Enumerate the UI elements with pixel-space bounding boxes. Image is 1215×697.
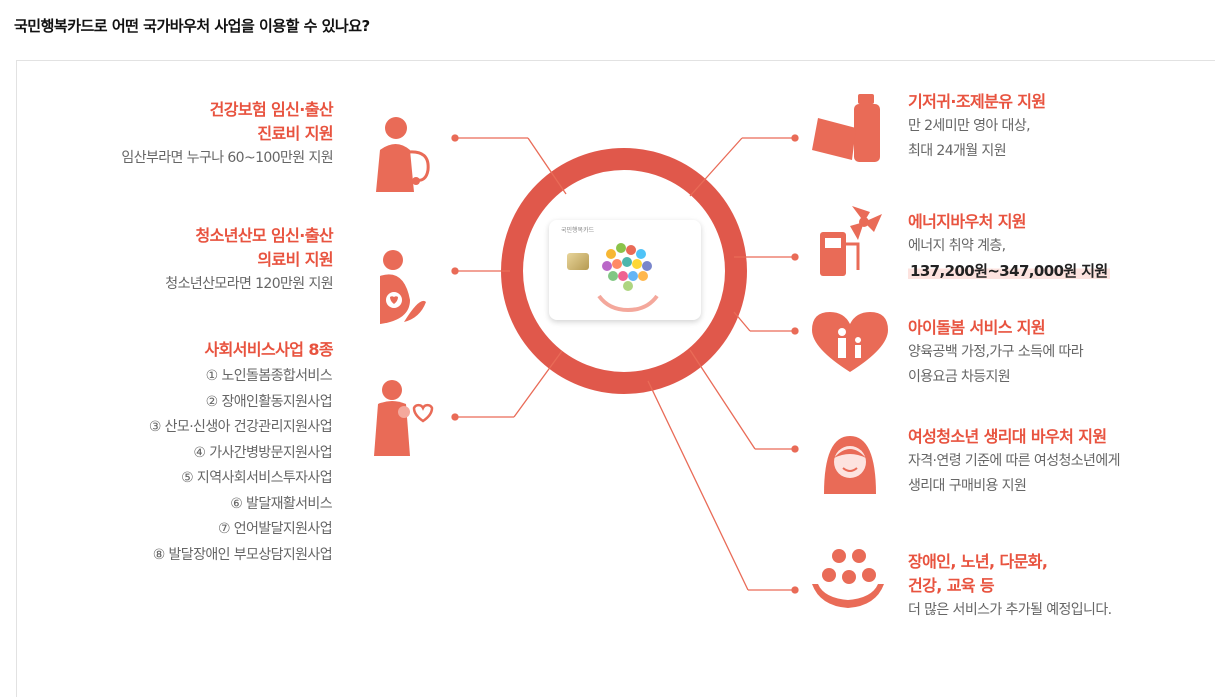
item-title: 진료비 지원	[257, 124, 333, 143]
connector-left-1b	[527, 137, 567, 195]
item-desc: 이용요금 차등지원	[908, 369, 1011, 385]
center-ring	[501, 148, 747, 394]
item-sanitary-voucher: 여성청소년 생리대 바우처 지원 자격·연령 기준에 따른 여성청소년에게 생리…	[908, 425, 1120, 499]
pregnant-doctor-icon	[376, 117, 430, 192]
item-desc: 최대 24개월 지원	[908, 143, 1007, 159]
item-diaper-formula: 기저귀·조제분유 지원 만 2세미만 영아 대상, 최대 24개월 지원	[908, 90, 1046, 164]
pregnant-woman-heart-icon	[380, 250, 426, 324]
item-pregnancy-medical: 건강보험 임신·출산 진료비 지원 임산부라면 누구나 60~100만원 지원	[121, 98, 333, 171]
list-item: ⑧ 발달장애인 부모상담지원사업	[152, 546, 333, 563]
list-item: ① 노인돌봄종합서비스	[205, 368, 333, 384]
connector-dot-right-3	[791, 327, 799, 335]
item-desc: 양육공백 가정,가구 소득에 따라	[908, 344, 1084, 360]
item-title: 사회서비스사업 8종	[204, 340, 334, 359]
item-desc: 청소년산모라면 120만원 지원	[165, 276, 333, 292]
item-title: 여성청소년 생리대 바우처 지원	[908, 427, 1107, 446]
item-title: 기저귀·조제분유 지원	[908, 92, 1046, 111]
card-chip	[567, 253, 589, 270]
item-social-services: 사회서비스사업 8종	[204, 338, 334, 362]
item-title: 청소년산모 임신·출산	[195, 226, 333, 245]
energy-pump-icon	[820, 206, 882, 276]
item-title: 의료비 지원	[257, 250, 333, 269]
connector-right-3	[733, 311, 751, 332]
connector-dot-right-1	[791, 134, 799, 142]
diaper-bottle-icon	[812, 94, 880, 162]
page-title: 국민행복카드로 어떤 국가바우처 사업을 이용할 수 있나요?	[14, 17, 370, 35]
list-item: ⑦ 언어발달지원사업	[217, 521, 333, 537]
infographic-panel	[16, 60, 1215, 697]
item-childcare-service: 아이돌봄 서비스 지원 양육공백 가정,가구 소득에 따라 이용요금 차등지원	[908, 316, 1084, 390]
card-brand-text: 국민행복카드	[561, 227, 595, 234]
energy-amount-highlight: 137,200원~347,000원 지원	[908, 262, 1110, 280]
social-services-list: ① 노인돌봄종합서비스 ② 장애인활동지원사업 ③ 산모·신생아 건강관리지원사…	[148, 364, 333, 568]
item-desc: 에너지 취약 계층,	[908, 238, 1006, 254]
item-title: 장애인, 노년, 다문화,	[908, 552, 1048, 571]
smiling-girl-icon	[824, 436, 876, 494]
item-title: 건강보험 임신·출산	[209, 100, 334, 119]
item-desc: 임산부라면 누구나 60~100만원 지원	[121, 150, 333, 166]
item-desc: 만 2세미만 영아 대상,	[908, 118, 1031, 134]
item-more-services: 장애인, 노년, 다문화, 건강, 교육 등 더 많은 서비스가 추가될 예정입…	[908, 550, 1112, 623]
connector-right-4	[689, 349, 756, 450]
happiness-card-image: 국민행복카드	[549, 220, 701, 320]
connector-dot-right-2	[791, 253, 799, 261]
item-energy-voucher: 에너지바우처 지원 에너지 취약 계층, 137,200원~347,000원 지…	[908, 210, 1110, 284]
list-item: ⑥ 발달재활서비스	[230, 495, 332, 512]
card-bubble-tree	[597, 243, 659, 313]
connector-dot-left-1	[451, 134, 459, 142]
hands-services-icon	[812, 549, 884, 608]
list-item: ④ 가사간병방문지원사업	[193, 444, 332, 461]
item-title: 에너지바우처 지원	[908, 212, 1027, 231]
list-item: ⑤ 지역사회서비스투자사업	[181, 470, 332, 486]
item-desc: 생리대 구매비용 지원	[908, 478, 1027, 494]
connector-dot-right-4	[791, 445, 799, 453]
connector-right-5	[647, 380, 749, 591]
item-desc: 자격·연령 기준에 따른 여성청소년에게	[908, 453, 1120, 469]
family-heart-icon	[812, 312, 888, 372]
connector-left-3b	[513, 350, 563, 418]
connector-right-1	[689, 137, 743, 197]
connector-dot-left-2	[451, 267, 459, 275]
connector-dot-left-3	[451, 413, 459, 421]
mother-baby-heart-icon	[374, 380, 434, 456]
item-title: 건강, 교육 등	[908, 576, 995, 595]
item-desc: 더 많은 서비스가 추가될 예정입니다.	[908, 602, 1112, 618]
connector-dot-right-5	[791, 586, 799, 594]
list-item: ② 장애인활동지원사업	[205, 393, 333, 410]
item-title: 아이돌봄 서비스 지원	[908, 318, 1046, 337]
item-teen-mother-medical: 청소년산모 임신·출산 의료비 지원 청소년산모라면 120만원 지원	[165, 224, 333, 297]
list-item: ③ 산모·신생아 건강관리지원사업	[148, 419, 333, 435]
